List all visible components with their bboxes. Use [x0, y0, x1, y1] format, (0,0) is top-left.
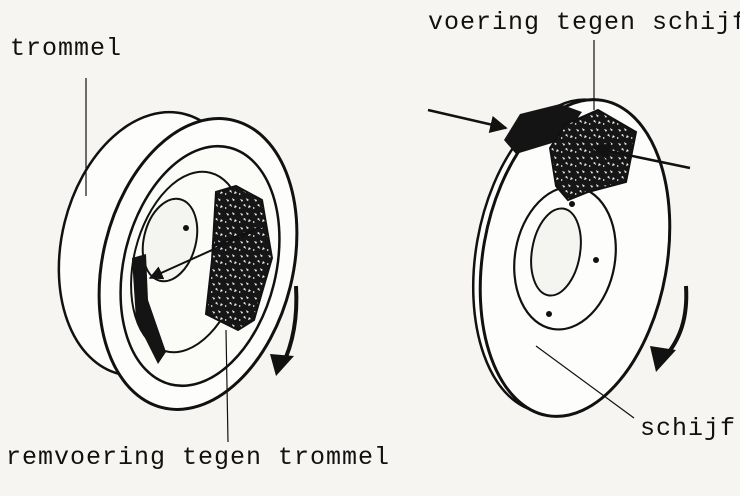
label-voering-tegen-schijf: voering tegen schijf: [428, 8, 740, 37]
drum-pressure-arrow-2: [211, 225, 265, 247]
disc-pressure-arrow-right: [592, 142, 691, 170]
drum-hub-bolt: [183, 225, 189, 231]
drum-rotation-arrowhead: [270, 354, 294, 376]
drum-hub: [141, 197, 199, 283]
label-trommel: trommel: [10, 34, 123, 63]
disc-bolt-1: [569, 201, 575, 207]
drum-pressure-arrow-1: [148, 231, 253, 280]
disc-brake: [427, 40, 691, 419]
label-remvoering-tegen-trommel: remvoering tegen trommel: [6, 443, 391, 472]
leader-remvoering: [225, 329, 229, 443]
disc-rotation-arrow: [662, 285, 689, 360]
disc-rear-pad: [504, 104, 582, 154]
disc-bolt-3: [546, 311, 552, 317]
drum-brake: [57, 78, 299, 443]
disc-pressure-arrow-left: [427, 108, 508, 133]
disc-rotation-arrowhead: [650, 346, 676, 372]
disc-center-bore: [530, 207, 582, 297]
drum-brake-shoe-left: [132, 254, 166, 364]
drum-brake-lining: [204, 184, 274, 332]
label-schijf: schijf: [640, 414, 737, 443]
disc-bolt-2: [593, 257, 599, 263]
leader-schijf: [535, 345, 635, 419]
